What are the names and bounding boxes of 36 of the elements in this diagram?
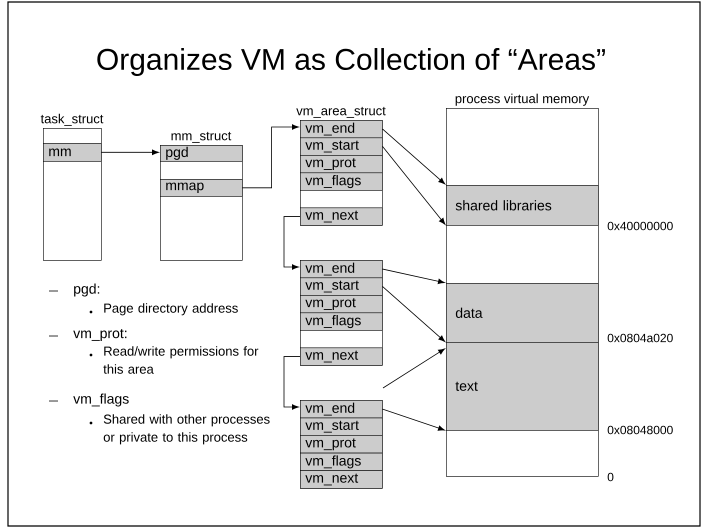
field-cell: vm_next (300, 208, 383, 226)
arrow (382, 286, 446, 342)
address-label: 0x40000000 (608, 222, 673, 230)
address-label: 0 (608, 472, 614, 482)
list-item: vm_flags (48, 393, 129, 407)
node-label: vm_area_struct (296, 106, 386, 118)
list-item: Shared with other processes or private to this process (90, 414, 270, 444)
memory-region: text (446, 342, 599, 431)
node-label: mm_struct (172, 132, 232, 143)
field-cell: vm_prot (300, 155, 383, 174)
field-cell: vm_end (300, 120, 383, 138)
field-cell: mm (43, 143, 102, 162)
memory-region: shared libraries (446, 185, 599, 226)
list-item: Read/write permissions for this area (90, 346, 258, 374)
arrow (382, 348, 445, 388)
address-label: 0x0804a020 (608, 334, 673, 342)
list-item: Page directory address (90, 303, 238, 316)
field-cell: vm_flags (300, 172, 383, 191)
list-item: pgd: (48, 283, 100, 297)
arrow (382, 128, 446, 184)
node-label: task_struct (40, 114, 104, 126)
memory-region: data (446, 283, 599, 343)
arrow (284, 216, 300, 270)
list-item: vm_prot: (48, 329, 126, 341)
arrow (382, 268, 445, 284)
arrow (284, 356, 300, 410)
arrow (242, 124, 299, 188)
title: Organizes VM as Collection of “Areas” (97, 48, 605, 76)
field-cell: vm_start (300, 138, 383, 156)
field-cell: pgd (160, 145, 243, 162)
field-cell: mmap (160, 179, 243, 197)
arrow (382, 408, 445, 431)
node-label: process virtual memory (456, 94, 590, 106)
arrow (101, 150, 159, 156)
address-label: 0x08048000 (608, 426, 673, 434)
arrow (382, 146, 446, 225)
